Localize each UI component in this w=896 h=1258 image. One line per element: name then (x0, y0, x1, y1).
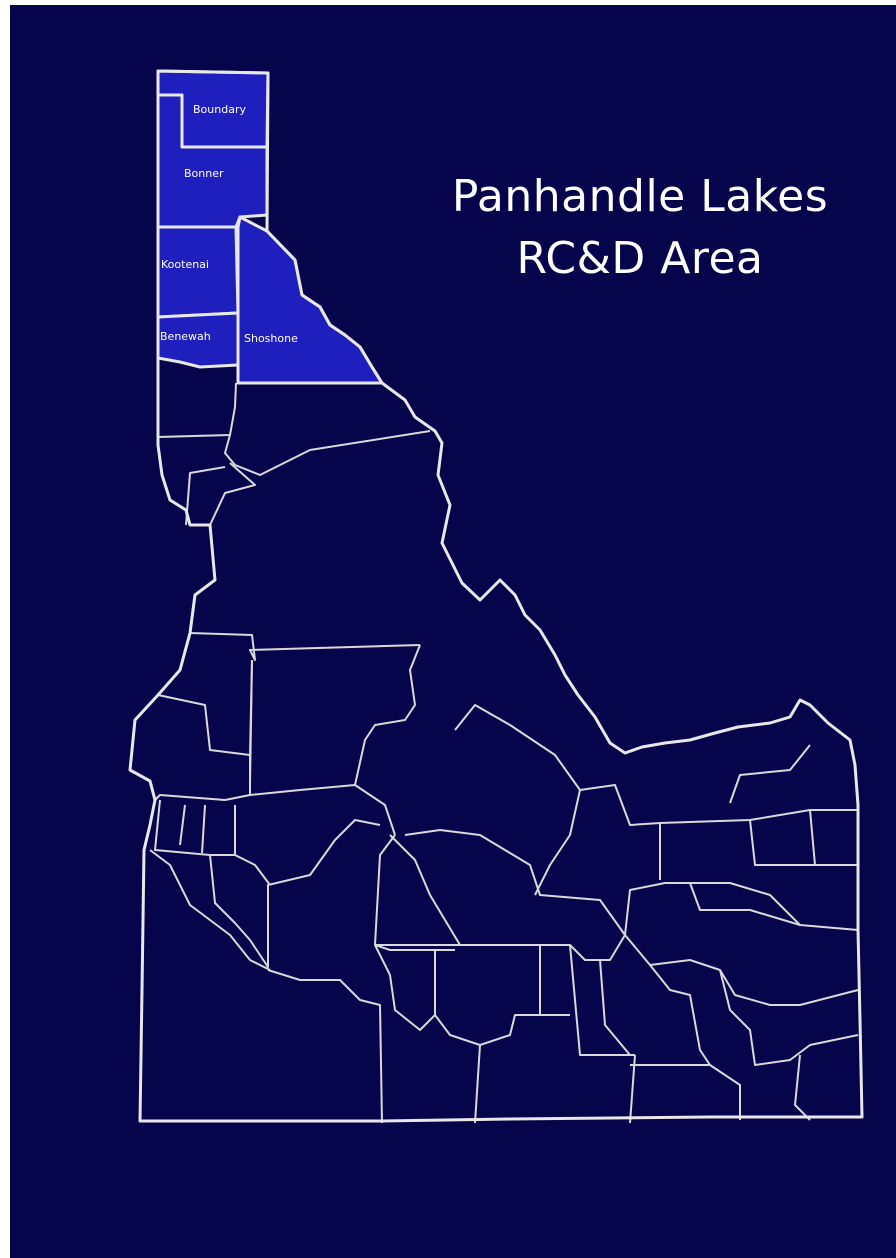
county-lines (129, 358, 859, 1124)
map-title-line1: Panhandle Lakes (451, 171, 829, 222)
county-kootenai-region[interactable] (156, 225, 240, 319)
county-label-boundary: Boundary (193, 103, 246, 116)
county-label-bonner: Bonner (184, 167, 224, 180)
county-label-benewah: Benewah (160, 330, 211, 343)
idaho-county-map (128, 69, 864, 1124)
map-background: Panhandle Lakes RC&D Area Boundary Bonne… (10, 5, 896, 1258)
state-outline (128, 69, 864, 1123)
county-label-shoshone: Shoshone (244, 332, 298, 345)
map-title-line2: RC&D Area (516, 233, 764, 284)
county-label-kootenai: Kootenai (161, 258, 209, 271)
